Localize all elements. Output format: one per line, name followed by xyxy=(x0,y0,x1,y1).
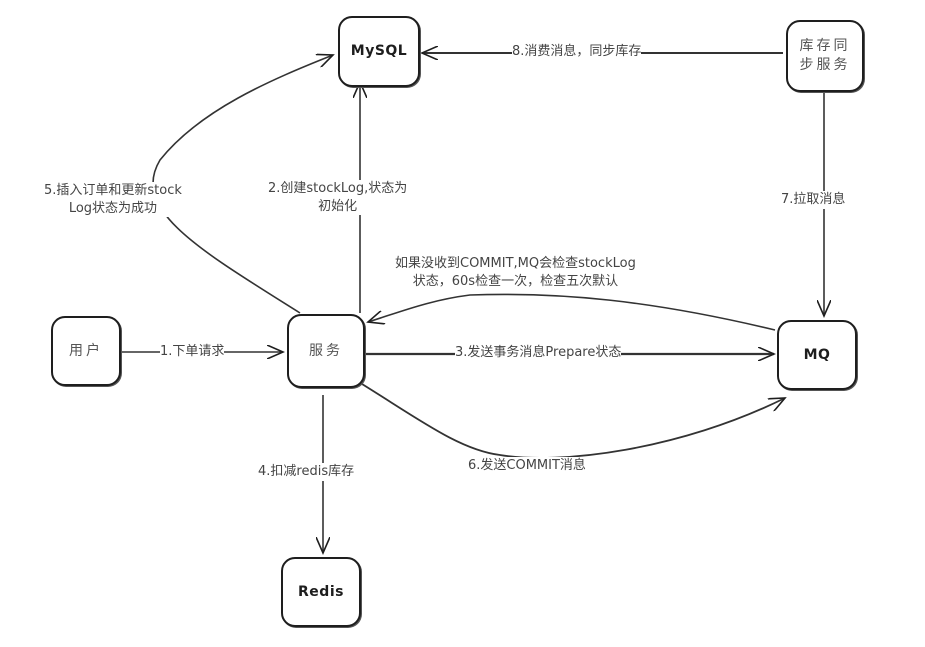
edge-6-service-to-mq xyxy=(361,383,785,459)
edge-label-check-line1: 如果没收到COMMIT,MQ会检查stockLog xyxy=(395,256,636,271)
node-service: 服务 xyxy=(287,314,365,388)
edge-label-6: 6.发送COMMIT消息 xyxy=(468,457,586,475)
node-redis-label: Redis xyxy=(298,583,344,600)
edge-label-3: 3.发送事务消息Prepare状态 xyxy=(455,344,622,362)
edge-check-mq-to-service xyxy=(368,293,776,331)
edge-label-1: 1.下单请求 xyxy=(160,343,225,361)
node-stock-sync-label-line2: 步服务 xyxy=(799,57,851,73)
edge-label-2-line1: 2.创建stockLog,状态为 xyxy=(268,181,408,196)
node-stock-sync-label-line1: 库存同 xyxy=(799,38,851,55)
node-redis: Redis xyxy=(281,557,361,627)
edge-label-5: 5.插入订单和更新stock Log状态为成功 xyxy=(44,182,182,218)
edge-label-2: 2.创建stockLog,状态为 初始化 xyxy=(268,180,408,216)
edge-label-5-line2: Log状态为成功 xyxy=(68,200,158,216)
node-mysql-label: MySQL xyxy=(350,43,408,60)
edge-label-check: 如果没收到COMMIT,MQ会检查stockLog 状态，60s检查一次，检查五… xyxy=(395,255,636,291)
node-user: 用户 xyxy=(51,316,121,386)
edge-label-2-line2: 初始化 xyxy=(318,198,358,214)
edge-label-7: 7.拉取消息 xyxy=(781,191,846,209)
node-stock-sync-service: 库存同 步服务 xyxy=(786,20,864,92)
node-service-label: 服务 xyxy=(309,342,343,359)
node-mq-label: MQ xyxy=(803,346,831,363)
edge-label-8: 8.消费消息，同步库存 xyxy=(512,43,642,61)
node-user-label: 用户 xyxy=(69,342,103,359)
node-mysql: MySQL xyxy=(338,16,420,87)
edge-label-4: 4.扣减redis库存 xyxy=(258,463,355,481)
node-mq: MQ xyxy=(777,320,857,390)
edge-label-check-line2: 状态，60s检查一次，检查五次默认 xyxy=(412,273,619,289)
edge-5-service-to-mysql xyxy=(152,55,333,314)
edge-label-5-line1: 5.插入订单和更新stock xyxy=(44,183,182,198)
